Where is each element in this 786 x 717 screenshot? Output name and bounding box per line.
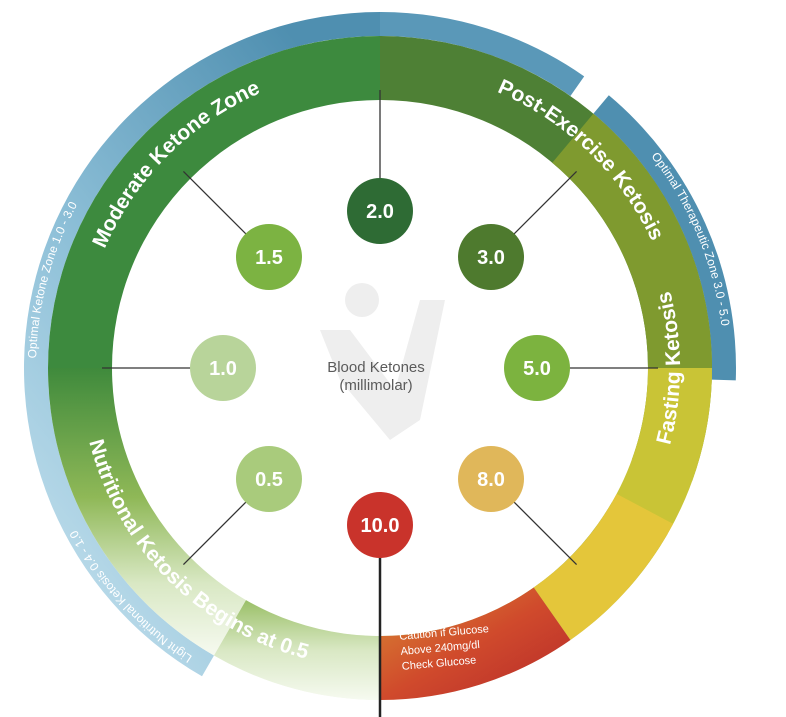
level-value: 10.0 bbox=[361, 515, 400, 537]
level-circle bbox=[458, 223, 525, 290]
optimal-therapeutic-band bbox=[593, 95, 736, 381]
level-value: 2.0 bbox=[366, 201, 394, 223]
ring-segment-moderate bbox=[48, 36, 380, 368]
level-value: 5.0 bbox=[523, 358, 551, 380]
center-title: Blood Ketones bbox=[327, 359, 425, 376]
ring-segment-ketoacidosis bbox=[380, 587, 571, 700]
level-value: 1.5 bbox=[255, 247, 283, 269]
level-circle bbox=[347, 492, 413, 558]
level-value: 8.0 bbox=[477, 469, 505, 491]
logo-body bbox=[320, 300, 445, 440]
ring-segment-fasting-yellow bbox=[533, 493, 674, 640]
level-node: 0.5 bbox=[235, 446, 302, 513]
level-node: 2.0 bbox=[347, 178, 413, 244]
level-circle bbox=[347, 178, 413, 244]
outer-band-group bbox=[23, 12, 736, 677]
level-circle bbox=[190, 335, 256, 401]
zone-ring bbox=[48, 36, 713, 700]
level-node: 5.0 bbox=[504, 335, 570, 401]
level-node: 8.0 bbox=[458, 446, 525, 513]
level-value: 0.5 bbox=[255, 469, 283, 491]
ketoacidosis-label: Ketoacidosis bbox=[397, 601, 485, 625]
optimal-ketone-band-top bbox=[380, 12, 585, 97]
level-circle bbox=[235, 446, 302, 513]
level-node: 1.5 bbox=[235, 223, 302, 290]
level-value: 3.0 bbox=[477, 247, 505, 269]
ring-segment-left-upper bbox=[48, 368, 246, 656]
level-circle bbox=[458, 446, 525, 513]
center-unit: (millimolar) bbox=[339, 377, 412, 394]
level-circle bbox=[504, 335, 570, 401]
level-circle bbox=[235, 223, 302, 290]
logo-watermark bbox=[320, 283, 445, 440]
level-value: 1.0 bbox=[209, 358, 237, 380]
level-node: 3.0 bbox=[458, 223, 525, 290]
logo-head bbox=[345, 283, 379, 317]
level-node: 10.0 bbox=[347, 492, 413, 558]
level-node: 1.0 bbox=[190, 335, 256, 401]
level-nodes: 2.0 3.0 5.0 8.0 10.0 0.5 1.0 1.5 bbox=[190, 178, 570, 558]
